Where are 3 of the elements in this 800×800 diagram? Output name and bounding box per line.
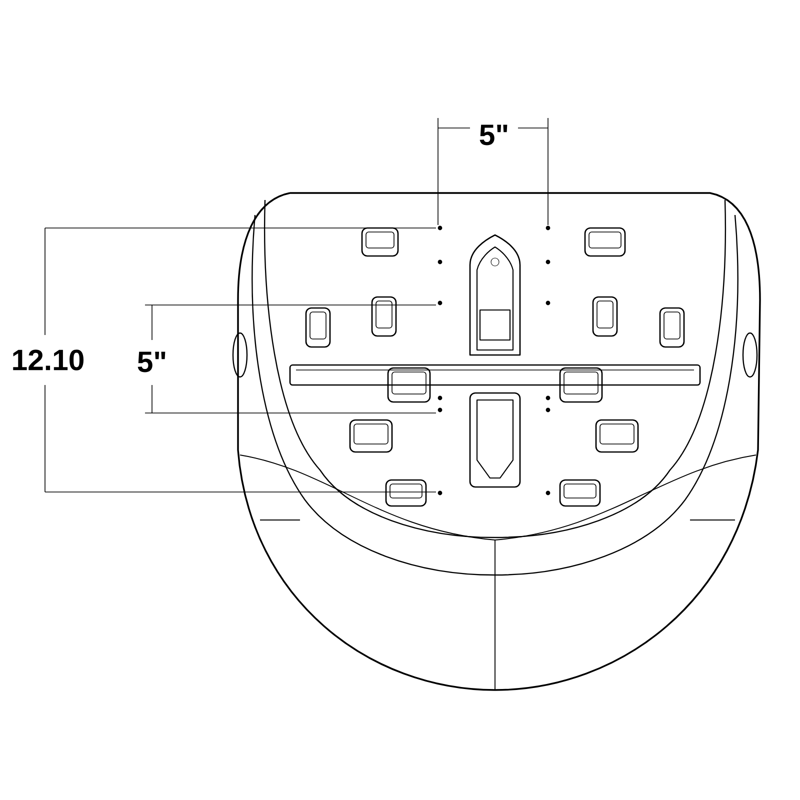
dimension-label: 5" [480,124,508,146]
dimension-label: 12.10 [13,350,84,370]
dimension-label: 5" [138,352,166,372]
